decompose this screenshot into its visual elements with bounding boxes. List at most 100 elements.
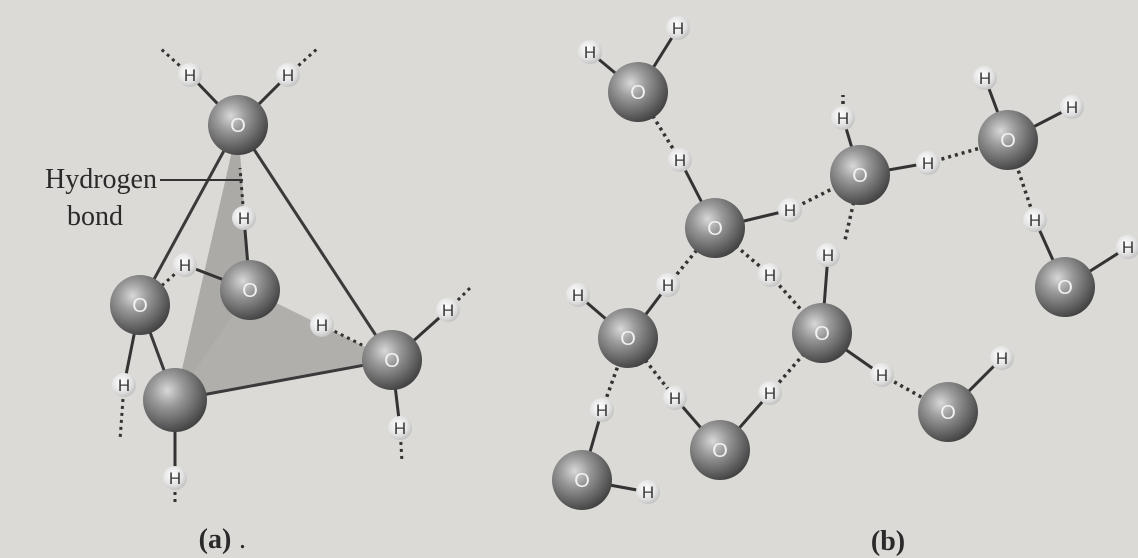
panel-a-caption: (a): [199, 524, 232, 555]
svg-text:H: H: [169, 469, 181, 488]
svg-text:H: H: [596, 401, 608, 420]
svg-text:H: H: [394, 419, 406, 438]
hydrogen-atom: H: [758, 263, 782, 287]
svg-text:H: H: [979, 69, 991, 88]
hydrogen-bonds-a: [118, 46, 472, 505]
central-oxygen-atom: [143, 368, 207, 432]
svg-text:O: O: [620, 328, 636, 350]
hydrogen-atom: H: [232, 206, 256, 230]
svg-text:O: O: [707, 218, 723, 240]
svg-text:H: H: [238, 209, 250, 228]
svg-text:H: H: [922, 154, 934, 173]
oxygen-atom: O: [918, 382, 978, 442]
hydrogen-atom: H: [566, 283, 590, 307]
oxygen-atom: O: [792, 303, 852, 363]
hydrogen-atoms-b: H H H H H H H H H H H H H H H H H H H H: [566, 16, 1138, 504]
svg-text:O: O: [242, 280, 258, 302]
hydrogen-atom: H: [578, 40, 602, 64]
svg-text:H: H: [442, 301, 454, 320]
svg-text:H: H: [282, 66, 294, 85]
svg-text:H: H: [572, 286, 584, 305]
svg-text:H: H: [1122, 238, 1134, 257]
hydrogen-atom: H: [870, 363, 894, 387]
hydrogen-atom: H: [758, 381, 782, 405]
hydrogen-atom: H: [636, 480, 660, 504]
hydrogen-bond-label-line1: Hydrogen: [45, 164, 157, 195]
svg-text:H: H: [669, 389, 681, 408]
oxygen-atom: O: [690, 420, 750, 480]
svg-text:O: O: [384, 350, 400, 372]
svg-text:O: O: [852, 165, 868, 187]
svg-text:O: O: [574, 470, 590, 492]
svg-text:H: H: [876, 366, 888, 385]
hydrogen-atom: H: [276, 63, 300, 87]
oxygen-atom: O: [362, 330, 422, 390]
oxygen-atoms-b: O O O O O O O O O O: [552, 62, 1095, 510]
svg-text:H: H: [822, 246, 834, 265]
svg-text:H: H: [996, 349, 1008, 368]
panel-b-hydrogen-bond-network: H H H H H H H H H H H H H H H H H H H H …: [552, 16, 1138, 557]
panel-a-tetrahedral-structure: H H H H H H H H H O O O O Hydrogen bond …: [45, 46, 472, 555]
hydrogen-atom: H: [1116, 235, 1138, 259]
svg-text:H: H: [764, 384, 776, 403]
hydrogen-atom: H: [990, 346, 1014, 370]
hydrogen-atom: H: [778, 198, 802, 222]
hydrogen-atom: H: [310, 313, 334, 337]
svg-text:H: H: [179, 256, 191, 275]
hydrogen-atom: H: [973, 66, 997, 90]
svg-text:H: H: [662, 276, 674, 295]
oxygen-atom: O: [978, 110, 1038, 170]
hydrogen-atom: H: [666, 16, 690, 40]
svg-text:H: H: [584, 43, 596, 62]
svg-text:H: H: [784, 201, 796, 220]
svg-text:H: H: [837, 109, 849, 128]
svg-text:O: O: [940, 402, 956, 424]
hydrogen-atoms-a: H H H H H H H H H: [112, 63, 460, 490]
hydrogen-bond-label-line2: bond: [67, 201, 123, 232]
svg-text:O: O: [132, 295, 148, 317]
svg-text:H: H: [674, 151, 686, 170]
hydrogen-atom: H: [663, 386, 687, 410]
svg-text:O: O: [814, 323, 830, 345]
hydrogen-atom: H: [1023, 208, 1047, 232]
panel-b-caption: (b): [871, 526, 905, 557]
svg-text:H: H: [1029, 211, 1041, 230]
hydrogen-atom: H: [916, 151, 940, 175]
oxygen-atom: O: [830, 145, 890, 205]
hydrogen-atom: H: [178, 63, 202, 87]
oxygen-atom: O: [608, 62, 668, 122]
svg-text:H: H: [642, 483, 654, 502]
tetrahedron-face-right: [175, 125, 392, 400]
svg-text:H: H: [764, 266, 776, 285]
hydrogen-atom: H: [436, 298, 460, 322]
svg-text:O: O: [230, 115, 246, 137]
hydrogen-atom: H: [831, 106, 855, 130]
svg-text:O: O: [712, 440, 728, 462]
svg-text:H: H: [1066, 98, 1078, 117]
hydrogen-atom: H: [816, 243, 840, 267]
oxygen-atoms-a: O O O O: [110, 95, 422, 432]
oxygen-atom: O: [552, 450, 612, 510]
svg-text:H: H: [118, 376, 130, 395]
hydrogen-atom: H: [656, 273, 680, 297]
oxygen-atom: O: [220, 260, 280, 320]
hydrogen-atom: H: [112, 373, 136, 397]
oxygen-atom: O: [598, 308, 658, 368]
hydrogen-atom: H: [1060, 95, 1084, 119]
hydrogen-atom: H: [388, 416, 412, 440]
svg-text:H: H: [672, 19, 684, 38]
svg-text:O: O: [1057, 277, 1073, 299]
hydrogen-atom: H: [173, 253, 197, 277]
svg-text:H: H: [184, 66, 196, 85]
svg-text:H: H: [316, 316, 328, 335]
panel-a-caption-suffix: .: [239, 524, 246, 555]
hydrogen-atom: H: [163, 466, 187, 490]
oxygen-atom: O: [208, 95, 268, 155]
oxygen-atom: O: [110, 275, 170, 335]
svg-text:O: O: [1000, 130, 1016, 152]
hydrogen-atom: H: [668, 148, 692, 172]
hydrogen-atom: H: [590, 398, 614, 422]
oxygen-atom: O: [1035, 257, 1095, 317]
oxygen-atom: O: [685, 198, 745, 258]
